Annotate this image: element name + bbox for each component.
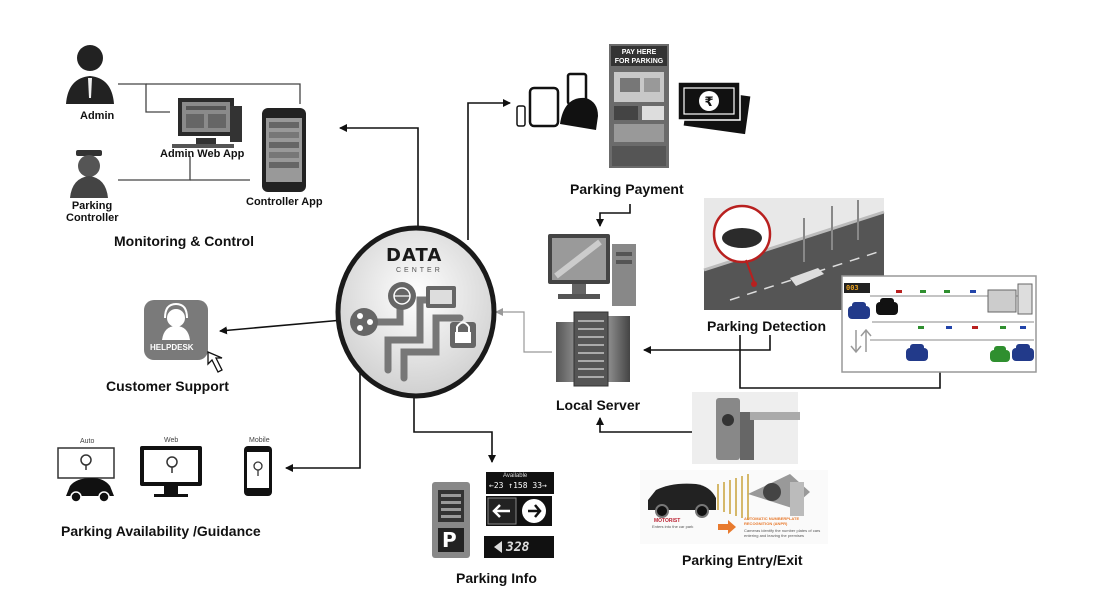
monitoring-control-title: Monitoring & Control: [114, 233, 254, 249]
motorist-sub: Enters into the car park: [652, 524, 694, 529]
controller-app-label: Controller App: [246, 196, 323, 208]
parking-info-signboard-icon: [484, 472, 554, 558]
anpr-sub: Cameras identify the number plates of ca…: [744, 528, 821, 538]
auto-device-icon: [57, 447, 115, 503]
mid-count: 158: [513, 481, 528, 490]
mobile-device-icon: [244, 446, 272, 496]
parking-info-title: Parking Info: [456, 570, 537, 586]
anpr-label: AUTOMATIC NUMBERPLATE RECOGNITION (ANPR): [744, 516, 800, 526]
arrow-to-guidance: [285, 368, 361, 472]
street-parking-sensor-image: [703, 198, 885, 310]
car-icon: [990, 346, 1010, 362]
admin-web-app-label: Admin Web App: [160, 148, 245, 160]
parking-availability-title: Parking Availability /Guidance: [61, 523, 261, 539]
motorist-label: MOTORIST: [654, 518, 681, 524]
data-center-subtitle: CENTER: [396, 267, 443, 274]
connector-lines: [219, 99, 941, 472]
car-icon: [1012, 344, 1034, 361]
arrow-payment-to-server: [596, 204, 631, 227]
anpr-camera-image: [640, 470, 828, 544]
parking-lot-display-image: [841, 275, 1037, 373]
parking-detection-title: Parking Detection: [707, 318, 827, 334]
signboard-counts: ←23 ↑158 33→: [489, 481, 547, 490]
server-to-datacenter-line: [495, 308, 552, 353]
arrow-detection-line: [739, 335, 941, 389]
arrow-to-info: [413, 388, 496, 463]
local-server-title: Local Server: [556, 397, 641, 413]
web-label: Web: [164, 437, 179, 444]
helpdesk-icon: [144, 300, 223, 373]
detection-counter: 003: [846, 284, 859, 292]
left-count: 23: [493, 481, 504, 490]
helpdesk-text: HELPDESK: [150, 343, 194, 352]
payment-kiosk-icon: [609, 44, 669, 168]
arrow-entry-to-server: [596, 417, 695, 433]
card-payment-icon: [516, 72, 598, 130]
car-icon: [906, 344, 928, 361]
cash-payment-icon: ₹: [677, 81, 751, 135]
parking-payment-title: Parking Payment: [570, 181, 684, 197]
parking-controller-label: Parking Controller: [66, 200, 119, 224]
parking-entry-exit-title: Parking Entry/Exit: [682, 552, 803, 568]
data-center-title: DATA: [386, 245, 443, 266]
monitoring-links: [118, 83, 301, 181]
mobile-label: Mobile: [249, 437, 270, 444]
admin-label: Admin: [80, 110, 115, 122]
data-center-icon: [335, 225, 497, 399]
parking-p-logo: P: [442, 528, 457, 552]
right-count: 33: [532, 481, 543, 490]
server-rack-icon: [556, 311, 630, 387]
boom-barrier-icon: [692, 392, 800, 464]
car-icon: [876, 298, 898, 315]
signboard-bottom-count: 328: [506, 540, 530, 555]
admin-web-app-computer-icon: [172, 98, 242, 148]
kiosk-sign: PAY HERE FOR PARKING: [613, 48, 665, 66]
kiosk-sign-line2: FOR PARKING: [614, 58, 664, 65]
kiosk-sign-line1: PAY HERE: [621, 49, 657, 56]
controller-app-phone-icon: [262, 108, 306, 192]
desktop-computer-icon: [548, 234, 636, 306]
signboard-top-text: Available: [503, 473, 528, 479]
arrow-to-monitoring: [339, 124, 419, 232]
svg-text:₹: ₹: [704, 95, 713, 110]
customer-support-title: Customer Support: [106, 378, 229, 394]
web-device-icon: [140, 446, 202, 497]
arrow-detection-to-server: [643, 335, 771, 354]
parking-controller-person-icon: [70, 150, 108, 198]
arrow-to-payment: [467, 99, 511, 240]
admin-person-icon: [66, 45, 114, 104]
car-icon: [848, 302, 870, 319]
parking-info-totem-icon: [432, 482, 470, 558]
auto-label: Auto: [80, 438, 95, 445]
arrow-to-support: [219, 319, 344, 335]
